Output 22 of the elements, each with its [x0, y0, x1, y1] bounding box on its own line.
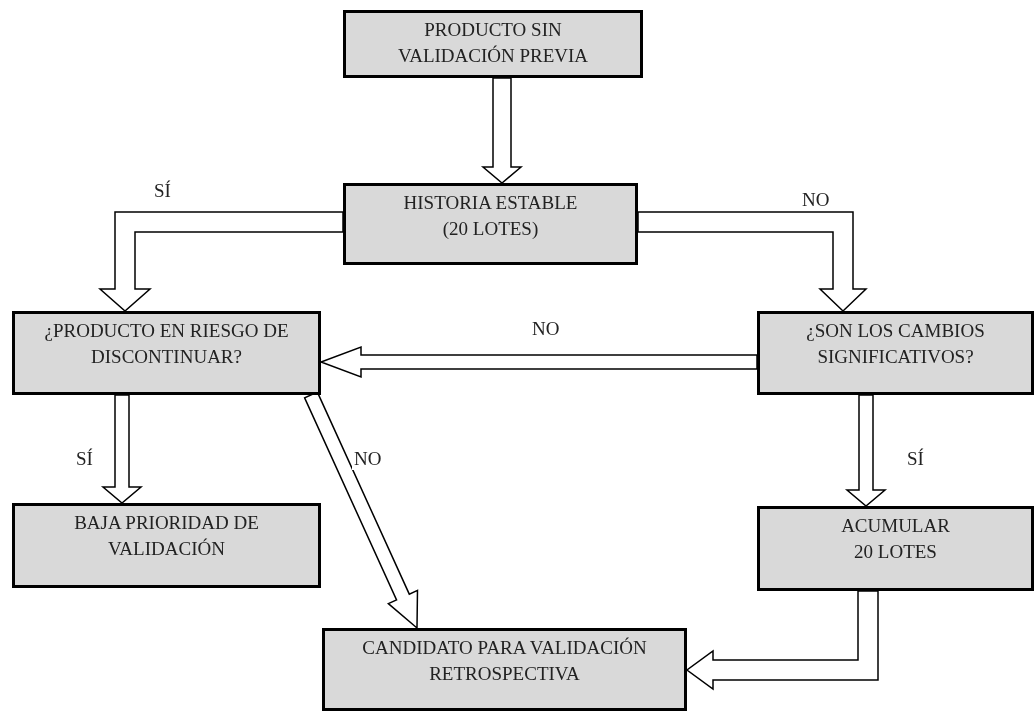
block-arrow	[844, 394, 888, 507]
box-text: ACUMULAR 20 LOTES	[840, 514, 951, 564]
block-arrow	[98, 211, 344, 312]
decision-box	[757, 311, 1034, 395]
box-text: BAJA PRIORIDAD DE VALIDACIÓN	[73, 511, 260, 561]
box-text: PRODUCTO SIN VALIDACIÓN PREVIA	[396, 18, 590, 68]
block-arrow	[480, 77, 524, 184]
edge-label: NO	[352, 449, 384, 470]
box-text: ¿SON LOS CAMBIOS SIGNIFICATIVOS?	[805, 319, 986, 369]
process-box	[757, 506, 1034, 591]
box-text: ¿PRODUCTO EN RIESGO DE DISCONTINUAR?	[43, 319, 290, 369]
block-arrow	[100, 394, 144, 504]
block-arrow	[685, 590, 879, 691]
decision-box	[12, 311, 321, 395]
decision-box	[343, 183, 638, 265]
block-arrow	[318, 345, 758, 379]
box-text: CANDIDATO PARA VALIDACIÓN RETROSPECTIVA	[361, 636, 648, 686]
process-box	[343, 10, 643, 78]
box-text: HISTORIA ESTABLE (20 LOTES)	[402, 191, 579, 241]
process-box	[322, 628, 687, 711]
process-box	[12, 503, 321, 588]
block-arrow	[637, 211, 868, 313]
